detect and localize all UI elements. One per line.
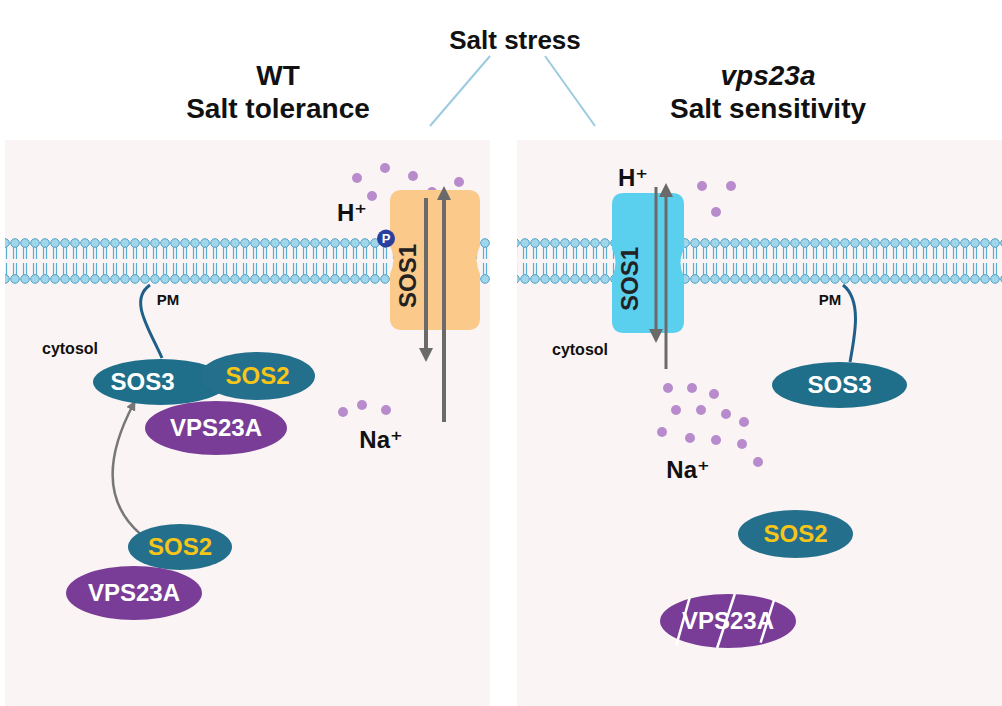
flux-arrowhead [659, 183, 673, 197]
right-panel [517, 140, 1002, 706]
protein-ellipse: VPS23A [660, 594, 796, 648]
protein-ellipse: VPS23A [145, 401, 287, 455]
protein-ellipse: SOS3 [772, 362, 907, 408]
text-label: PM [157, 292, 180, 309]
flux-arrow [655, 187, 658, 329]
label-wrap: PM [157, 291, 180, 309]
label-wrap: cytosol [552, 341, 608, 359]
text-label: cytosol [42, 340, 98, 358]
plasma-membrane [517, 238, 1002, 284]
branch-line [430, 56, 490, 126]
transporter: SOS1 [390, 190, 480, 330]
protein-ellipse: SOS2 [128, 524, 232, 570]
flux-arrowhead [419, 348, 433, 362]
text-label: WT [256, 61, 300, 92]
flux-arrowhead [649, 329, 663, 343]
ellipse-shape [772, 362, 907, 408]
protein-name: SOS3 [807, 372, 871, 398]
protein-ellipse: SOS2 [200, 352, 315, 400]
ellipse-shape [660, 594, 796, 648]
protein-name: SOS1 [395, 244, 421, 308]
text-label: H⁺ [337, 200, 367, 226]
transporter: SOS1 [612, 193, 684, 333]
branch-line [545, 56, 595, 126]
membrane-anchor [843, 285, 856, 362]
protein-name: VPS23A [170, 415, 262, 441]
title-wrap: Salt stress [449, 26, 581, 55]
text-label: Salt tolerance [186, 94, 370, 125]
text-label: Na⁺ [666, 457, 709, 483]
label-wrap: Salt sensitivity [670, 94, 866, 125]
text-label: Salt sensitivity [670, 94, 866, 125]
phosphate-mark: P [377, 230, 395, 248]
flux-arrow [424, 198, 428, 348]
label-wrap: H⁺ [337, 200, 367, 226]
label-wrap: P [377, 229, 395, 248]
label-wrap: Na⁺ [359, 427, 402, 453]
protein-name: VPS23A [682, 608, 774, 634]
protein-name: SOS2 [225, 363, 289, 389]
transporter-shape [390, 190, 480, 330]
title: Salt stress [449, 26, 581, 55]
ellipse-shape [145, 401, 287, 455]
label-wrap: H⁺ [618, 165, 648, 191]
flux-arrowhead [437, 186, 451, 200]
ellipse-shape [128, 524, 232, 570]
sodium-ions [338, 163, 763, 467]
protein-name: SOS3 [110, 369, 174, 395]
protein-name: SOS2 [148, 534, 212, 560]
label-wrap: Salt tolerance [186, 94, 370, 125]
protein-name: VPS23A [88, 580, 180, 606]
protein-ellipse: VPS23A [66, 566, 202, 620]
label-wrap: Na⁺ [666, 457, 709, 483]
flux-arrow [442, 200, 446, 422]
protein-ellipse: SOS2 [738, 510, 853, 558]
label-wrap: PM [819, 291, 842, 309]
protein-name: SOS2 [763, 521, 827, 547]
ellipse-shape [738, 510, 853, 558]
text-label: cytosol [552, 341, 608, 359]
text-label: H⁺ [618, 165, 648, 191]
text-label: Na⁺ [359, 427, 402, 453]
label-wrap: vps23a [721, 61, 816, 92]
label-wrap: cytosol [42, 340, 98, 358]
translocation-arrow [113, 404, 141, 534]
left-panel [5, 140, 490, 706]
flux-arrow [665, 197, 668, 369]
ellipse-shape [200, 352, 315, 400]
text-label: vps23a [721, 61, 816, 92]
transporter-shape [612, 193, 684, 333]
protein-name: SOS1 [617, 247, 643, 311]
ellipse-shape [66, 566, 202, 620]
text-label: PM [819, 292, 842, 309]
label-wrap: WT [256, 61, 300, 92]
